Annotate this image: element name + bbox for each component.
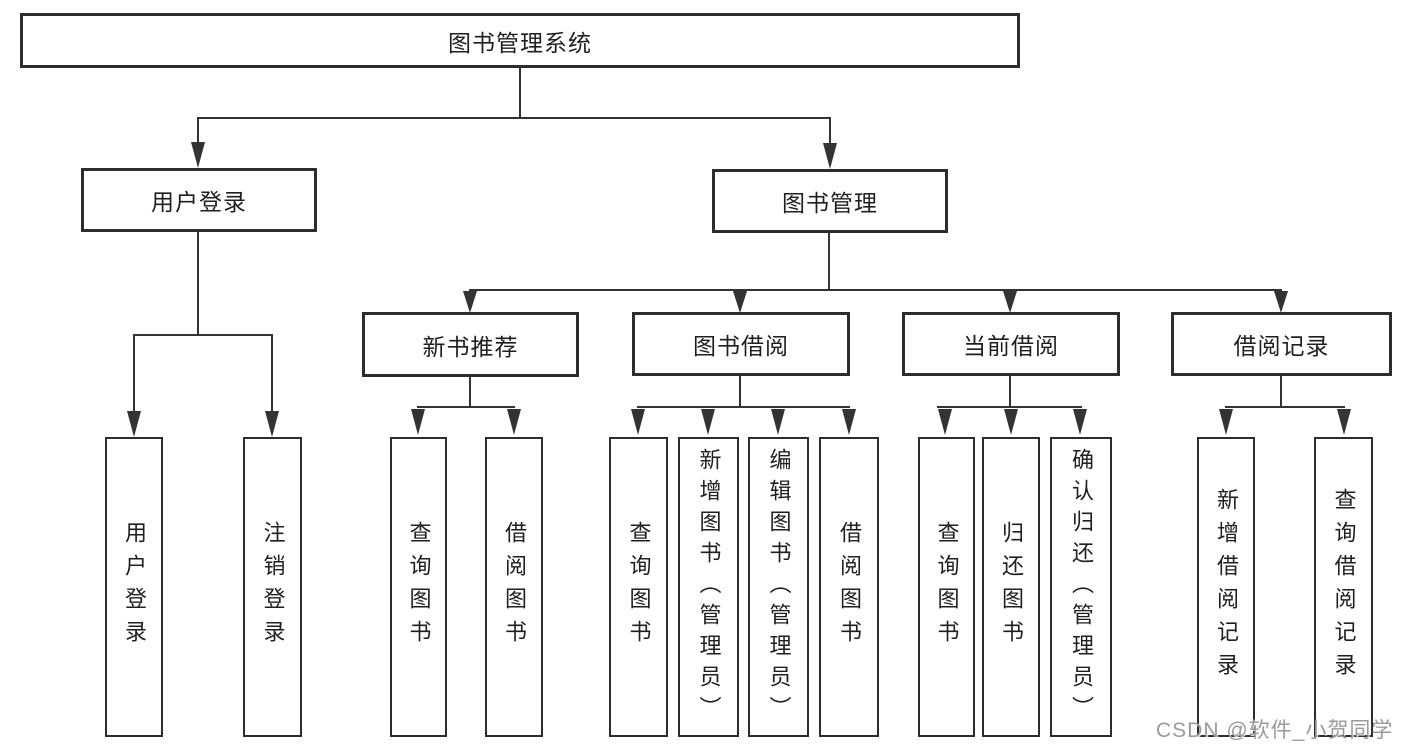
node-book-management: 图书管理	[712, 169, 948, 233]
arrow-down-icon	[771, 409, 785, 435]
connector-line	[197, 117, 831, 119]
arrow-down-icon	[265, 411, 279, 437]
connector-line	[469, 377, 471, 408]
connector-line	[469, 289, 1282, 291]
leaf-record-query-record: 查询借阅记录	[1314, 437, 1373, 737]
csdn-watermark: CSDN @软件_小贺同学	[1156, 719, 1394, 742]
node-book-borrow: 图书借阅	[632, 312, 850, 376]
leaf-current-confirm-return-admin: 确认归还（管理员）	[1050, 437, 1112, 737]
node-borrow-record: 借阅记录	[1171, 312, 1392, 376]
connector-line	[937, 406, 1082, 408]
arrow-down-icon	[127, 411, 141, 437]
arrow-down-icon	[1274, 291, 1288, 313]
leaf-current-query-books: 查询图书	[918, 437, 975, 737]
arrow-down-icon	[701, 409, 715, 435]
arrow-down-icon	[507, 409, 521, 435]
connector-line	[197, 119, 199, 144]
arrow-down-icon	[1073, 409, 1087, 435]
arrow-down-icon	[1219, 409, 1233, 435]
leaf-recommend-borrow-books: 借阅图书	[485, 437, 543, 737]
connector-line	[197, 232, 199, 336]
connector-line	[739, 376, 741, 408]
leaf-recommend-query-books: 查询图书	[390, 437, 447, 737]
connector-line	[519, 68, 521, 118]
node-new-book-recommend: 新书推荐	[362, 312, 579, 377]
arrow-down-icon	[733, 291, 747, 313]
leaf-user-login: 用户登录	[105, 437, 163, 737]
leaf-borrow-edit-books-admin: 编辑图书（管理员）	[748, 437, 809, 737]
arrow-down-icon	[823, 143, 837, 169]
arrow-down-icon	[463, 291, 477, 313]
arrow-down-icon	[191, 142, 205, 168]
connector-line	[829, 119, 831, 145]
leaf-borrow-add-books-admin: 新增图书（管理员）	[678, 437, 739, 737]
connector-line	[133, 334, 273, 336]
connector-line	[1280, 376, 1282, 408]
arrow-down-icon	[411, 409, 425, 435]
arrow-down-icon	[1337, 409, 1351, 435]
leaf-current-return-books: 归还图书	[982, 437, 1040, 737]
node-current-borrow: 当前借阅	[902, 312, 1120, 376]
leaf-record-add-record: 新增借阅记录	[1197, 437, 1255, 737]
connector-line	[417, 406, 515, 408]
connector-line	[1009, 376, 1011, 408]
arrow-down-icon	[938, 409, 952, 435]
arrow-down-icon	[631, 409, 645, 435]
arrow-down-icon	[1004, 409, 1018, 435]
node-user-login: 用户登录	[81, 168, 317, 232]
arrow-down-icon	[1003, 291, 1017, 313]
leaf-logout: 注销登录	[243, 437, 302, 737]
node-root-library-system: 图书管理系统	[20, 13, 1020, 68]
connector-line	[828, 233, 830, 291]
leaf-borrow-borrow-books: 借阅图书	[819, 437, 879, 737]
connector-line	[133, 336, 135, 413]
connector-line	[271, 336, 273, 413]
arrow-down-icon	[842, 409, 856, 435]
connector-line	[637, 406, 850, 408]
connector-line	[1225, 406, 1345, 408]
leaf-borrow-query-books: 查询图书	[609, 437, 668, 737]
